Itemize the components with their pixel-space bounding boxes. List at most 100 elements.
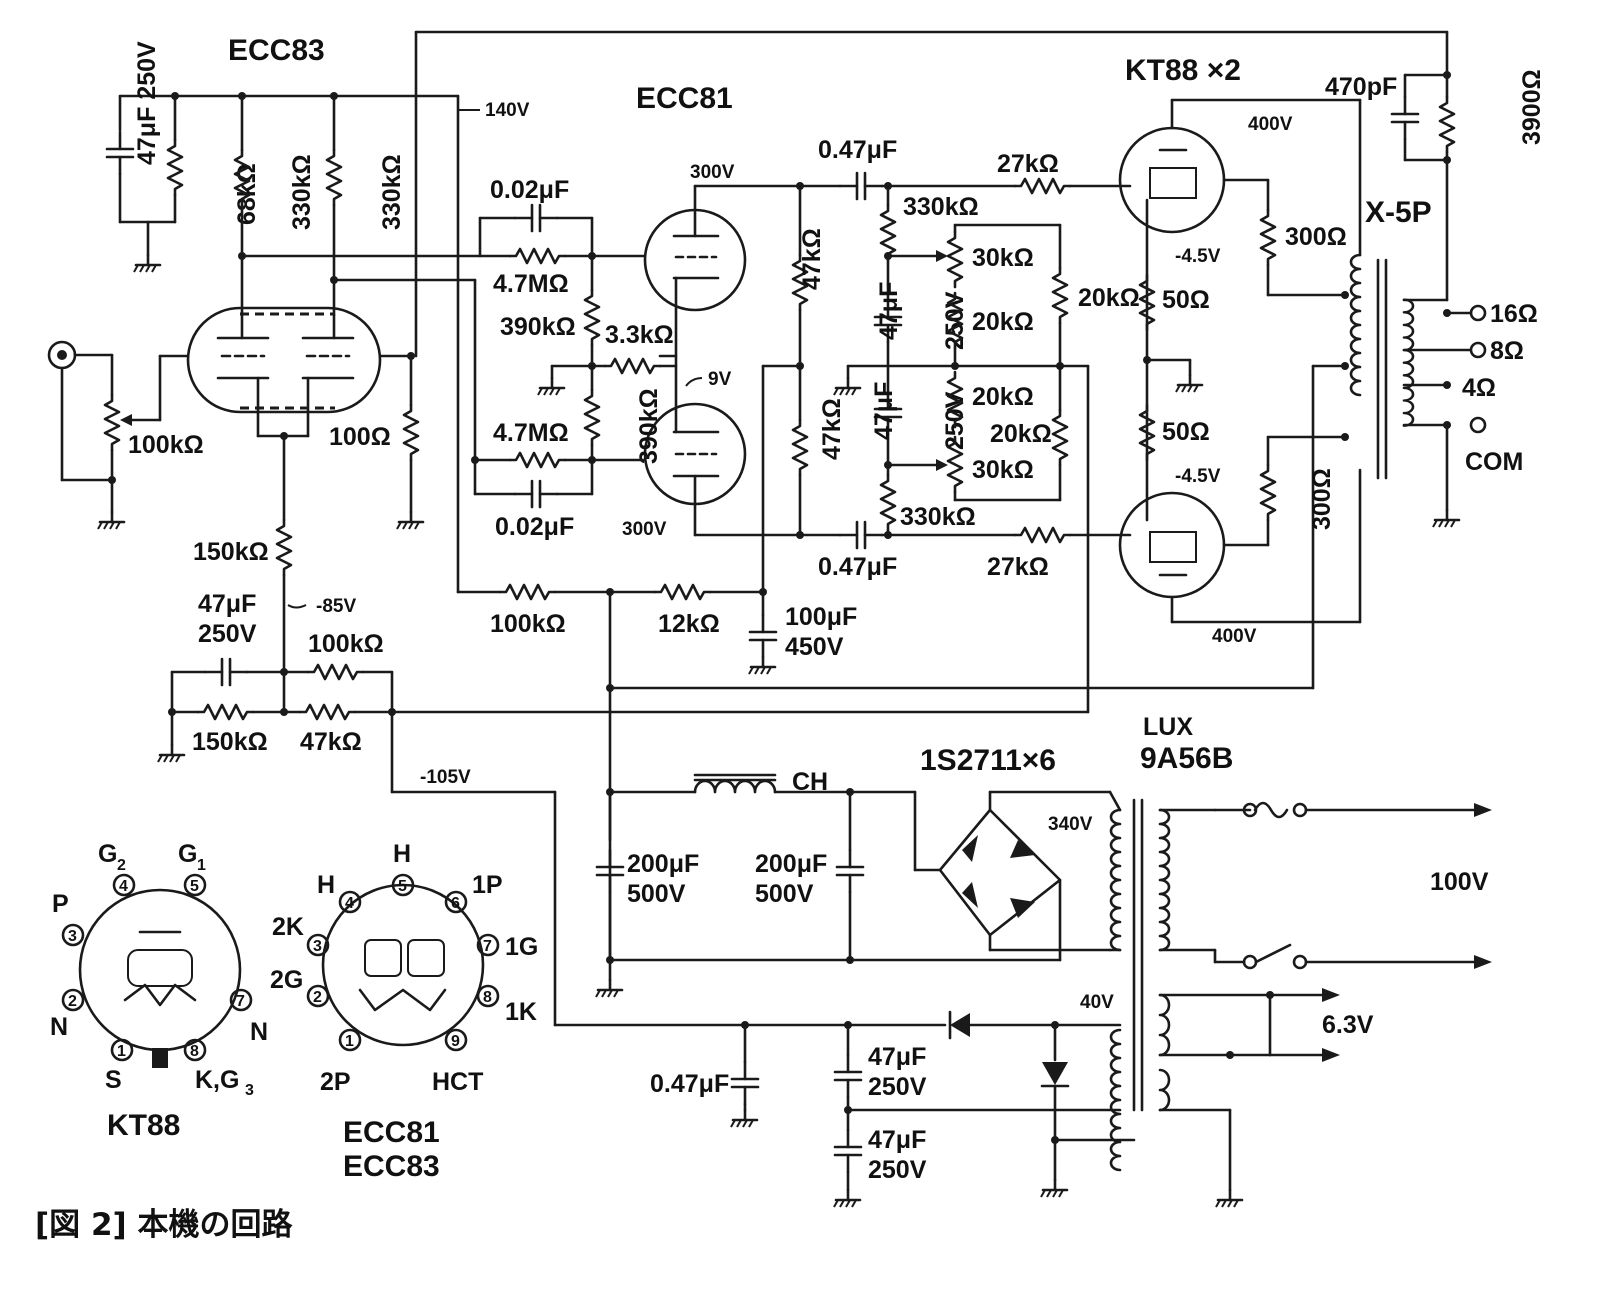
r-20k-c: 20kΩ (1078, 284, 1140, 312)
r-390k-top: 390kΩ (500, 313, 576, 341)
pt-model: 9A56B (1140, 742, 1233, 775)
svg-text:3: 3 (245, 1082, 254, 1099)
r-150k-tail-label: 150kΩ (193, 538, 269, 566)
c-47u-ps2b: 250V (868, 1156, 927, 1184)
ot-title: X-5P (1365, 196, 1432, 229)
bias-balance-network: 330kΩ 330kΩ 47μF 250V 47μF 250V 30kΩ 20k… (832, 150, 1140, 714)
r-150k-bias: 150kΩ (192, 728, 268, 756)
kt88-g2: G (98, 840, 117, 868)
r-300-bot: 300Ω (1308, 468, 1336, 530)
r-390k-bot: 390kΩ (635, 388, 663, 464)
v-9: 9V (708, 369, 732, 390)
svg-text:1: 1 (197, 857, 206, 874)
c-200u-b2: 500V (755, 880, 814, 908)
rectifier-label: 1S2711×6 (920, 744, 1056, 777)
c-47u-ps1a: 47μF (868, 1043, 926, 1071)
c-047-bot: 0.47μF (818, 553, 897, 581)
r-20k-b: 20kΩ (972, 383, 1034, 411)
ecc-h2: H (393, 840, 411, 868)
v-300-bot: 300V (622, 519, 667, 540)
c-200u-b1: 200μF (755, 850, 827, 878)
r-3900: 3900Ω (1518, 69, 1546, 145)
r-47k-top: 47kΩ (798, 228, 826, 290)
ecc81-pinout-title: ECC81 (343, 1116, 440, 1149)
svg-text:3: 3 (313, 938, 322, 955)
ecc83-title: ECC83 (228, 34, 325, 67)
c-47u-bias-a: 47μF (198, 590, 256, 618)
v-400-bot: 400V (1212, 626, 1257, 647)
c-100u-b: 450V (785, 633, 844, 661)
kt88-p: P (52, 890, 69, 918)
r-33k: 3.3kΩ (605, 321, 674, 349)
ecc-1g: 1G (505, 933, 538, 961)
vr-100k-label: 100kΩ (128, 431, 204, 459)
svg-text:2: 2 (68, 993, 77, 1010)
c-47u-bias-b: 250V (198, 620, 257, 648)
r-47k-bias: 47kΩ (300, 728, 362, 756)
r-27k-top: 27kΩ (997, 150, 1059, 178)
svg-text:5: 5 (190, 878, 199, 895)
feedback-and-bplus: 140V 100kΩ 12kΩ 100μF 450V (414, 30, 1449, 962)
ecc-2p: 2P (320, 1068, 351, 1096)
svg-text:2: 2 (117, 857, 126, 874)
vr-30k-bot: 30kΩ (972, 456, 1034, 484)
c-100u-a: 100μF (785, 603, 857, 631)
kt88-pinout-title: KT88 (107, 1109, 180, 1142)
ecc-1p: 1P (472, 871, 503, 899)
ecc83-pinout-title: ECC83 (343, 1150, 440, 1183)
r-330k-a-label: 330kΩ (288, 154, 316, 230)
svg-text:7: 7 (236, 993, 245, 1010)
svg-text:4: 4 (345, 895, 354, 912)
v-m45-top: -4.5V (1175, 246, 1221, 267)
r-100k-b: 100kΩ (490, 610, 566, 638)
out-4: 4Ω (1462, 374, 1496, 402)
kt88-kg3: K,G (195, 1066, 239, 1094)
svg-text:3: 3 (68, 928, 77, 945)
kt88-g1: G (178, 840, 197, 868)
out-8: 8Ω (1490, 337, 1524, 365)
r-47k-bot: 47kΩ (818, 398, 846, 460)
svg-text:6: 6 (451, 895, 460, 912)
r-50-top: 50Ω (1162, 286, 1210, 314)
r-20k-d: 20kΩ (990, 420, 1052, 448)
kt88-pinout: 1 2 3 4 5 7 8 G 2 G 1 P N N S K,G 3 KT88 (50, 840, 268, 1142)
r-47m-bot: 4.7MΩ (493, 419, 569, 447)
v-340: 340V (1048, 814, 1093, 835)
mains-label: 100V (1430, 868, 1489, 896)
kt88-output-stage: KT88 ×2 400V 400V -4.5V -4.5V 50Ω 50Ω (1118, 54, 1546, 647)
kt88-n1: N (50, 1013, 68, 1041)
c-47u-mid2-a: 47μF (870, 382, 898, 440)
r-330k-b-label: 330kΩ (378, 154, 406, 230)
svg-text:5: 5 (398, 878, 407, 895)
kt88-title: KT88 ×2 (1125, 54, 1241, 87)
c-047-top: 0.47μF (818, 136, 897, 164)
out-16: 16Ω (1490, 300, 1538, 328)
kt88-n2: N (250, 1018, 268, 1046)
v-40: 40V (1080, 992, 1114, 1013)
c-470p: 470pF (1325, 73, 1397, 101)
v-m85: -85V (316, 596, 356, 617)
svg-text:8: 8 (483, 989, 492, 1006)
c-002-top: 0.02μF (490, 176, 569, 204)
v-140: 140V (485, 100, 530, 121)
ecc-1k: 1K (505, 998, 537, 1026)
svg-text:8: 8 (190, 1043, 199, 1060)
figure-caption: [図 2] 本機の回路 (35, 1207, 293, 1243)
r-20k-a: 20kΩ (972, 308, 1034, 336)
r-300-top: 300Ω (1285, 223, 1347, 251)
c-200u-a2: 500V (627, 880, 686, 908)
r-330k-gt: 330kΩ (903, 193, 979, 221)
svg-text:4: 4 (119, 878, 128, 895)
ecc-pinout: 1 2 3 4 5 6 7 8 9 H H 1P 2K 1G 2G 1K 2P … (270, 840, 538, 1183)
power-supply: CH 200μF 500V 200μF 500V 1S2711×6 340V (553, 713, 1492, 1209)
v-300-top: 300V (690, 162, 735, 183)
ecc-2k: 2K (272, 913, 304, 941)
pt-brand: LUX (1143, 713, 1193, 741)
vr-30k-top: 30kΩ (972, 244, 1034, 272)
ecc81-title: ECC81 (636, 82, 733, 115)
ecc81-driver-stage: ECC81 300V 300V 9V 0.02μF 4.7MΩ (240, 82, 1017, 581)
ecc-hct: HCT (432, 1068, 483, 1096)
c-002-bot: 0.02μF (495, 513, 574, 541)
c-200u-a1: 200μF (627, 850, 699, 878)
